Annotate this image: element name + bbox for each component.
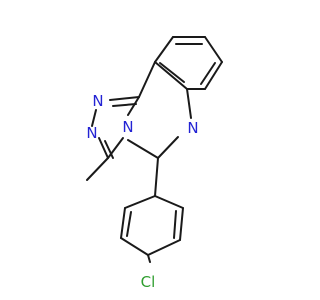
bond bbox=[109, 96, 140, 101]
bond bbox=[154, 157, 159, 197]
bond bbox=[98, 137, 109, 159]
bond bbox=[154, 36, 174, 63]
bond bbox=[147, 254, 151, 263]
atom-label-n4: N bbox=[122, 118, 133, 136]
bond bbox=[173, 210, 177, 239]
bond bbox=[127, 139, 159, 159]
bond bbox=[126, 211, 132, 237]
bond bbox=[159, 62, 185, 83]
bond bbox=[154, 195, 184, 209]
bond bbox=[154, 61, 188, 90]
atom-label-n2: N bbox=[86, 124, 97, 142]
bond bbox=[157, 136, 179, 159]
bond bbox=[124, 195, 156, 209]
bond bbox=[179, 207, 184, 241]
bond bbox=[112, 103, 137, 107]
bond bbox=[200, 62, 216, 85]
atom-label-n6: N bbox=[187, 119, 198, 137]
atom-label-n1: N bbox=[92, 92, 103, 110]
bond bbox=[186, 88, 192, 119]
bond bbox=[107, 137, 124, 159]
atom-labels: N N N N Cl bbox=[86, 92, 198, 291]
bond bbox=[204, 36, 223, 63]
bond bbox=[120, 207, 126, 239]
bond bbox=[147, 239, 181, 256]
bond bbox=[104, 140, 114, 159]
bond bbox=[204, 61, 223, 90]
atom-label-cl: Cl bbox=[141, 273, 156, 291]
molecule-structure: N N N N Cl bbox=[86, 36, 223, 291]
bond-lines bbox=[86, 36, 223, 263]
bond bbox=[91, 109, 97, 127]
bond bbox=[138, 61, 156, 98]
bond bbox=[86, 157, 109, 181]
bond bbox=[120, 237, 149, 256]
bond bbox=[127, 96, 140, 116]
